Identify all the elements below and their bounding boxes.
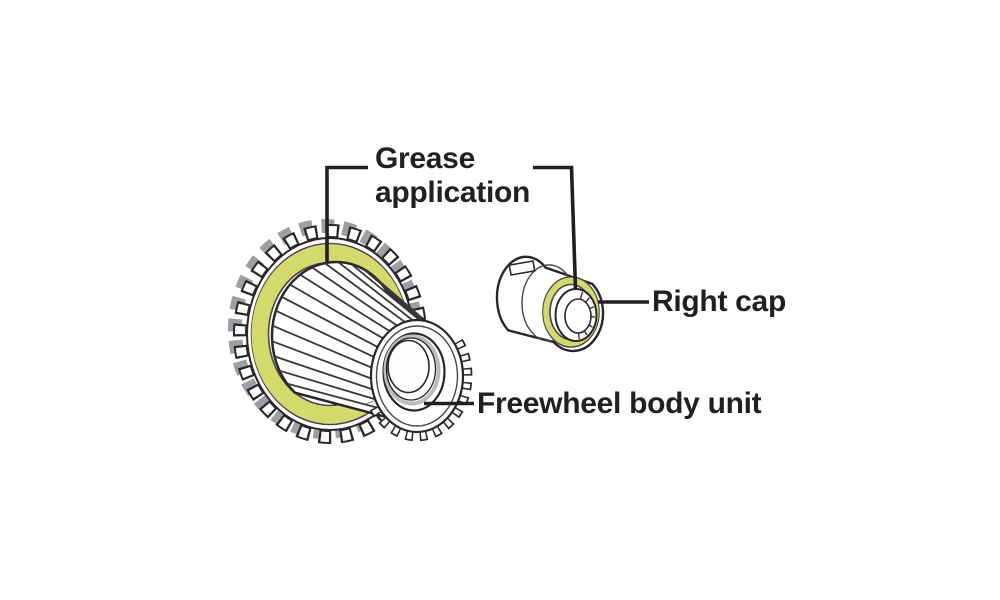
freewheel-body-drawing — [228, 219, 473, 444]
leader-grease-to-body — [325, 165, 368, 262]
grease-application-label: Grease application — [375, 142, 530, 210]
front-rim-teeth-outline — [366, 338, 473, 442]
grease-application-label-line2: application — [375, 176, 531, 209]
cap-notch — [508, 260, 536, 276]
cap-bore-hole — [564, 298, 592, 334]
body-bore-hole — [387, 339, 430, 394]
cap-grease-ring-outer-edge — [542, 276, 600, 348]
body-spline-ridges — [271, 261, 449, 411]
grease-application-label-line1: Grease — [375, 142, 475, 175]
freewheel-body-unit-label: Freewheel body unit — [477, 387, 762, 420]
body-front-face-inner-line — [375, 325, 459, 427]
leader-lines — [325, 165, 649, 406]
leader-grease-to-cap — [533, 165, 578, 290]
right-cap-label: Right cap — [652, 285, 786, 318]
body-bore-wall-shading — [383, 334, 441, 406]
body-bore-wall-line — [385, 337, 437, 401]
